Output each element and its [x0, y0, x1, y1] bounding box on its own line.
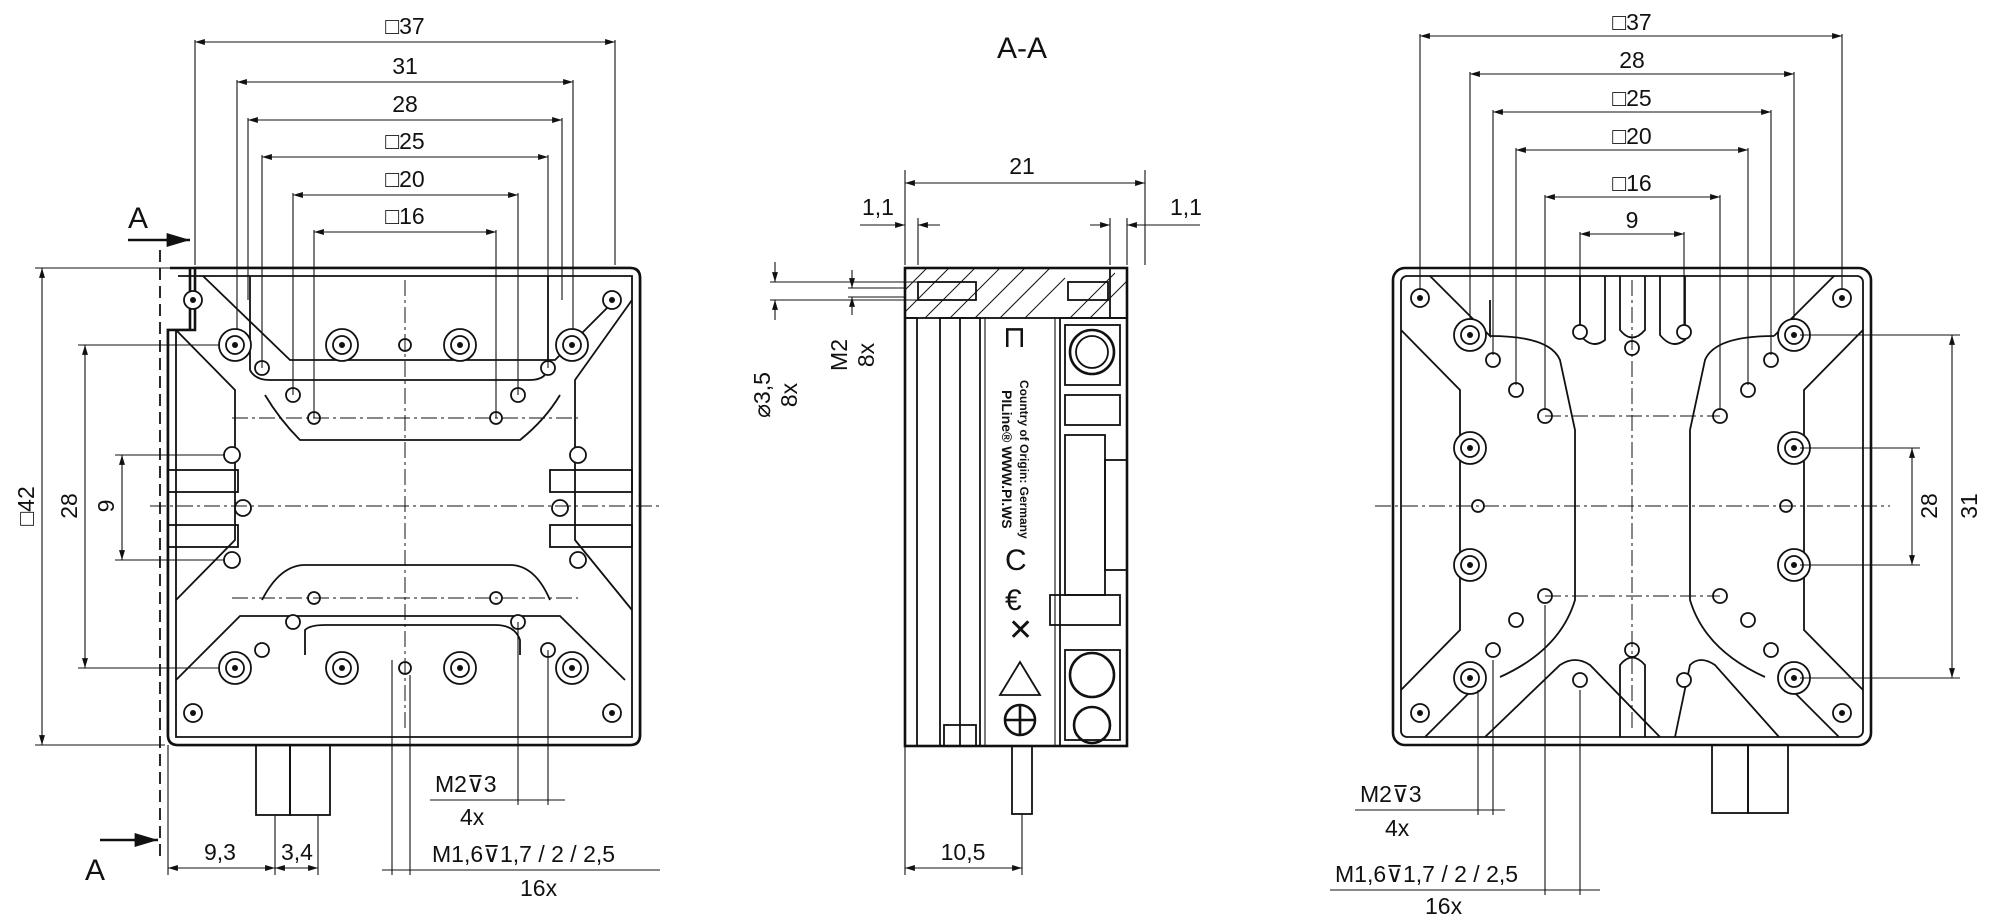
- left-callout-m16-count: 16x: [520, 875, 558, 901]
- right-callouts: M2⊽3 4x M1,6⊽1,7 / 2 / 2,5 16x: [1330, 605, 1600, 919]
- right-view: □37 28 □25 □20 □16 9 2: [1330, 9, 1982, 919]
- left-callout-m2: M2⊽3: [435, 771, 497, 797]
- warning-icon: [998, 660, 1042, 696]
- dim-right-top-4: □16: [1612, 170, 1651, 196]
- right-callout-m2-count: 4x: [1385, 815, 1410, 841]
- dim-left-top-1: 31: [392, 53, 418, 79]
- dim-right-side-0: 28: [1916, 493, 1942, 519]
- dim-right-top-0: □37: [1612, 9, 1651, 35]
- right-callout-m16-count: 16x: [1425, 893, 1463, 919]
- dim-right-top-1: 28: [1619, 47, 1645, 73]
- section-body: PILine® WWW.PI.WS Country of Origin: Ger…: [903, 266, 1129, 815]
- left-bottom-dimensions: 9,3 3,4: [167, 745, 319, 875]
- dim-right-side-1: 31: [1956, 493, 1982, 519]
- dim-right-top-3: □20: [1612, 123, 1651, 149]
- left-callout-m2-count: 4x: [460, 804, 485, 830]
- left-connector: [255, 744, 331, 816]
- dim-left-top-2: 28: [392, 91, 418, 117]
- right-connector: [1711, 744, 1789, 814]
- dim-right-top-5: 9: [1626, 207, 1639, 233]
- dim-left-side-1: 28: [56, 493, 82, 519]
- dim-left-top-5: □16: [385, 203, 424, 229]
- dim-left-bottom-0: 9,3: [204, 839, 236, 865]
- weee-icon: ✕: [1008, 614, 1033, 647]
- section-view: A-A: [749, 32, 1202, 875]
- right-side-dimensions: 28 31: [1800, 334, 1982, 679]
- dim-section-top-1: 1,1: [862, 194, 894, 220]
- left-callouts: M2⊽3 4x M1,6⊽1,7 / 2 / 2,5 16x: [382, 622, 660, 901]
- section-label-brand: PILine® WWW.PI.WS: [999, 390, 1015, 529]
- section-marker-bottom: A: [85, 854, 105, 887]
- right-callout-m16: M1,6⊽1,7 / 2 / 2,5: [1335, 861, 1518, 887]
- dim-section-side-0: ⌀3,5: [749, 372, 775, 418]
- dim-right-top-2: □25: [1612, 85, 1651, 111]
- right-top-dimensions: □37 28 □25 □20 □16 9: [1419, 9, 1843, 410]
- dim-section-top-2: 1,1: [1170, 194, 1202, 220]
- dim-left-side-0: □42: [13, 486, 39, 525]
- dim-section-bottom-0: 10,5: [941, 839, 986, 865]
- left-top-dimensions: □37 31 28 □25 □20 □16: [194, 13, 616, 418]
- section-label-symbol: ⊏: [999, 325, 1032, 350]
- ce-mark-1: C: [1005, 544, 1027, 577]
- dim-left-side-2: 9: [93, 500, 119, 513]
- right-mounting-holes: [1410, 288, 1852, 723]
- left-callout-m16: M1,6⊽1,7 / 2 / 2,5: [432, 841, 615, 867]
- section-marker-top: A: [128, 202, 148, 235]
- right-callout-m2: M2⊽3: [1360, 781, 1422, 807]
- dim-left-top-3: □25: [385, 128, 424, 154]
- section-label-origin: Country of Origin: Germany: [1017, 380, 1031, 539]
- dim-left-top-0: □37: [385, 13, 424, 39]
- dim-left-bottom-1: 3,4: [281, 839, 313, 865]
- left-view: A A □37 31 28 □25 □20: [13, 13, 660, 901]
- section-dimensions: 21 1,1 1,1 ⌀3,5 8x M2 8x 10: [749, 153, 1202, 875]
- dim-section-side-3: 8x: [853, 342, 879, 367]
- dim-left-top-4: □20: [385, 166, 424, 192]
- left-side-dimensions: □42 28 9: [13, 267, 225, 746]
- dim-section-top-0: 21: [1009, 153, 1035, 179]
- dim-section-side-2: M2: [826, 339, 852, 371]
- section-title: A-A: [997, 32, 1047, 65]
- ce-mark-2: €: [1005, 584, 1022, 617]
- dim-section-side-1: 8x: [776, 382, 802, 407]
